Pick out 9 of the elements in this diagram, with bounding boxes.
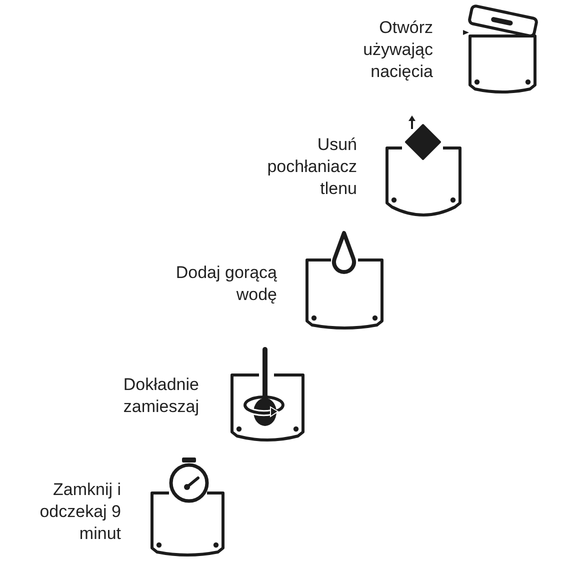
step-instruction: Zamknij i odczekaj 9 minut [38,479,121,545]
step-instruction: Usuń pochłaniacz tlenu [266,134,357,200]
step-instruction: Dodaj gorącą wodę [174,262,277,306]
pouch-diamond-icon [384,113,464,218]
pouch-spoon-icon [229,344,306,443]
step-instruction: Otwórz używając nacięcia [362,17,433,83]
pouch-drop-icon [304,229,385,331]
pouch-stopwatch-icon [149,455,227,559]
step-instruction: Dokładnie zamieszaj [122,374,199,418]
